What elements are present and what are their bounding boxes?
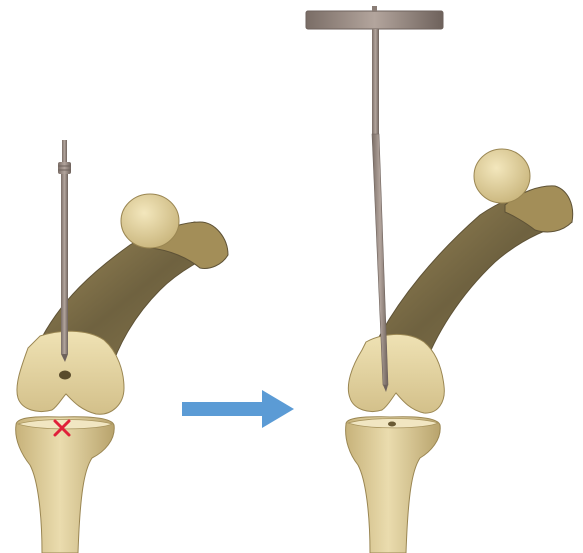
right-panel-after <box>306 6 573 553</box>
right-arrow-icon <box>182 390 294 428</box>
left-entry-hole <box>59 371 71 380</box>
right-tibia <box>346 417 441 553</box>
left-tibia <box>16 417 115 553</box>
right-tibia-hole <box>388 422 396 427</box>
left-femur-condyles <box>17 331 124 414</box>
left-femoral-head <box>121 194 179 248</box>
right-femoral-head <box>474 149 530 203</box>
left-panel-before <box>16 140 228 553</box>
